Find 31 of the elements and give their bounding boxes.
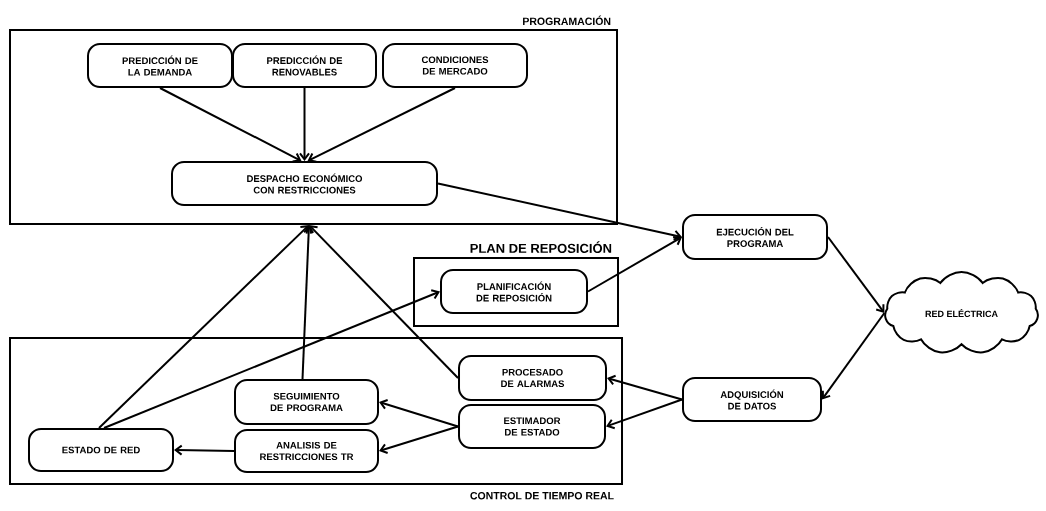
arrow — [379, 425, 459, 455]
group-title: PROGRAMACIÓN — [523, 15, 611, 25]
process-box: EJECUCIÓN DEL PROGRAMA — [682, 214, 828, 260]
arrow — [821, 312, 886, 400]
arrow — [174, 444, 235, 456]
process-box: ADQUISICIÓN DE DATOS — [682, 377, 822, 422]
process-box: SEGUIMIENTO DE PROGRAMA — [234, 379, 379, 425]
arrow — [587, 235, 682, 293]
process-box: PREDICCIÓN DE LA DEMANDA — [87, 43, 233, 88]
process-box: ESTIMADOR DE ESTADO — [458, 404, 606, 449]
arrow — [309, 225, 459, 379]
arrow — [307, 87, 456, 163]
arrow — [606, 398, 683, 430]
arrow — [437, 182, 682, 241]
arrow — [103, 289, 440, 429]
process-box: PROCESADO DE ALARMAS — [458, 355, 607, 401]
group-title: PLAN DE REPOSICIÓN — [470, 241, 612, 253]
process-box: PREDICCIÓN DE RENOVABLES — [232, 43, 377, 88]
arrow — [379, 398, 459, 428]
process-box: ESTADO DE RED — [28, 428, 174, 472]
process-box: CONDICIONES DE MERCADO — [382, 43, 528, 88]
arrow — [301, 225, 315, 380]
process-box: PLANIFICACIÓN DE REPOSICIÓN — [440, 269, 588, 314]
group-title: CONTROL DE TIEMPO REAL — [470, 492, 614, 500]
process-box: DESPACHO ECONÓMICO CON RESTRICCIONES — [171, 161, 438, 206]
arrow — [827, 236, 885, 313]
arrow — [607, 374, 683, 401]
arrow — [98, 225, 309, 429]
arrow — [159, 87, 302, 163]
arrow — [299, 87, 310, 161]
process-box: ANALISIS DE RESTRICCIONES TR — [234, 429, 379, 473]
